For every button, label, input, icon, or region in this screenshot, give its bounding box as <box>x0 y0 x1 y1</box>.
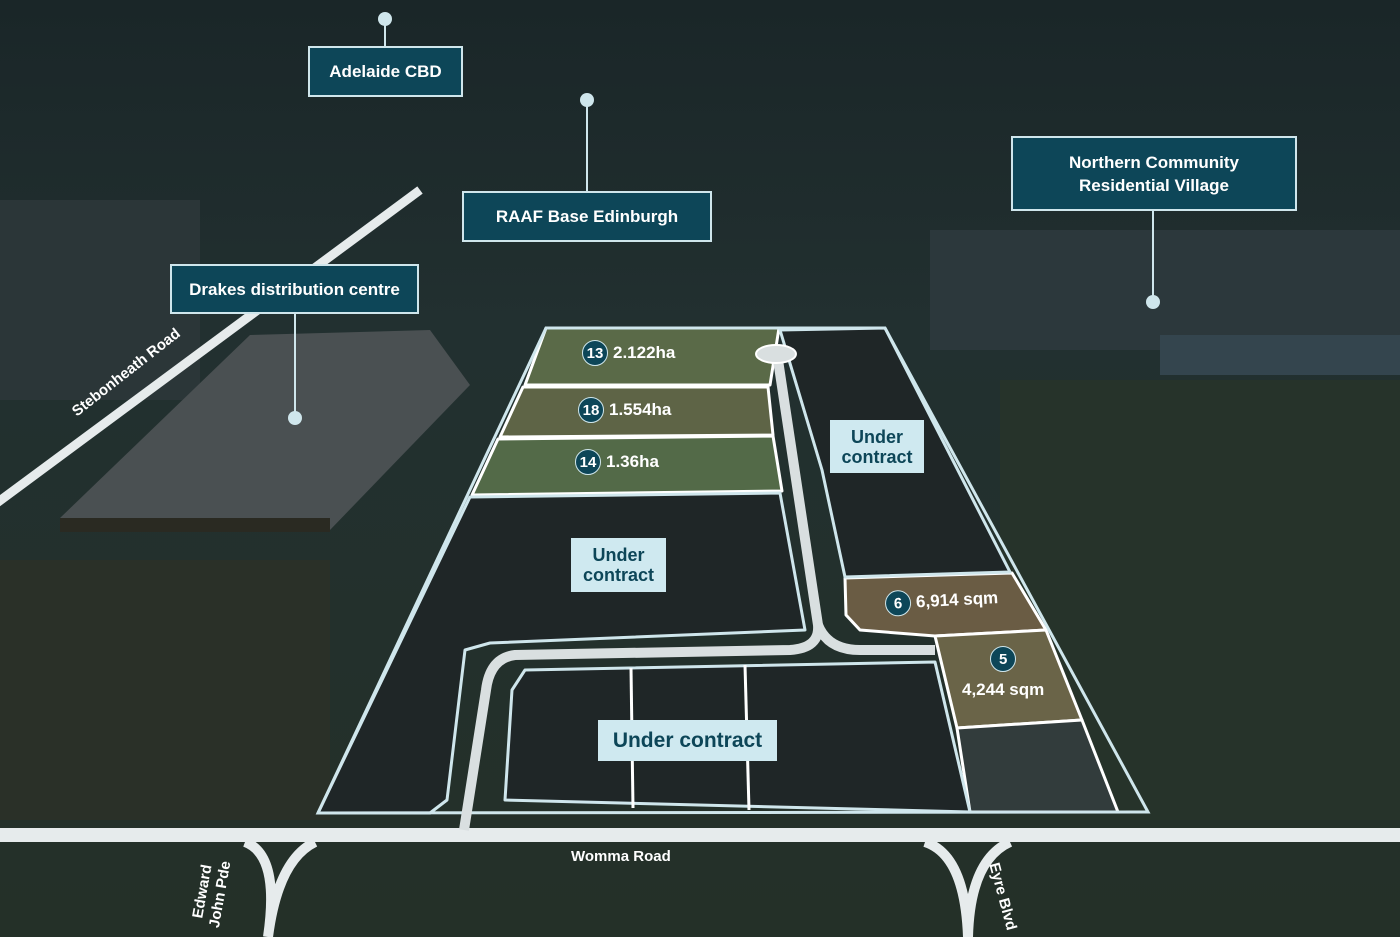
womma-road-label: Womma Road <box>571 848 671 865</box>
stebonheath-road <box>0 186 423 507</box>
lot-number-badge: 6 <box>884 589 912 617</box>
under-contract-right: Under contract <box>830 420 924 473</box>
lot-size: 4,244 sqm <box>962 680 1045 699</box>
northern-village-label: Northern Community Residential Village <box>1011 136 1297 211</box>
raaf-base-label: RAAF Base Edinburgh <box>462 191 712 242</box>
raaf-base-text: RAAF Base Edinburgh <box>495 207 679 226</box>
under-contract-left: Under contract <box>571 538 666 592</box>
residential-area <box>930 230 1400 350</box>
adelaide-cbd-text: Adelaide CBD <box>329 62 442 81</box>
internal-road-branch <box>813 622 935 655</box>
lot-number-badge: 14 <box>575 449 601 475</box>
lot-14[interactable]: 14 1.36ha <box>575 449 659 475</box>
lot-size: 1.36ha <box>606 452 659 471</box>
drakes-text: Drakes distribution centre <box>189 279 400 299</box>
lot-number-badge: 13 <box>582 340 608 366</box>
northern-village-line1: Northern Community <box>1069 152 1239 172</box>
northern-village-line2: Residential Village <box>1079 175 1229 195</box>
lot-18[interactable]: 18 1.554ha <box>578 397 671 423</box>
cul-de-sac <box>755 344 797 364</box>
edward-john-pde-road <box>242 837 318 937</box>
drakes-warehouse <box>60 330 470 532</box>
status-line2: contract <box>841 446 913 467</box>
adelaide-cbd-marker <box>378 12 392 26</box>
solar-farm <box>1160 335 1400 375</box>
fields-left <box>0 560 330 820</box>
status-line1: Under <box>592 545 645 565</box>
status-line2: contract <box>582 565 654 585</box>
status-text: Under contract <box>612 728 763 752</box>
industrial-area <box>0 200 200 400</box>
lot-size: 1.554ha <box>609 400 672 419</box>
drakes-marker <box>288 411 302 425</box>
eyre-blvd-road <box>923 837 1013 937</box>
lot-size: 2.122ha <box>613 343 676 362</box>
lot-number-badge: 18 <box>578 397 604 423</box>
raaf-base-marker <box>580 93 594 107</box>
womma-road <box>0 828 1400 842</box>
lot-14-area <box>470 434 784 497</box>
adelaide-cbd-label: Adelaide CBD <box>308 46 463 97</box>
warehouse-doors <box>60 518 330 532</box>
site-outer-boundary <box>315 326 1151 815</box>
lot-number-badge: 5 <box>990 646 1017 672</box>
drakes-label: Drakes distribution centre <box>170 264 419 314</box>
status-line1: Under <box>850 426 903 447</box>
under-contract-bottom: Under contract <box>598 720 777 761</box>
lot-size: 6,914 sqm <box>915 588 999 612</box>
lot-13[interactable]: 13 2.122ha <box>582 340 675 366</box>
lot-5[interactable]: 5 4,244 sqm <box>962 646 1044 700</box>
northern-village-marker <box>1146 295 1160 309</box>
